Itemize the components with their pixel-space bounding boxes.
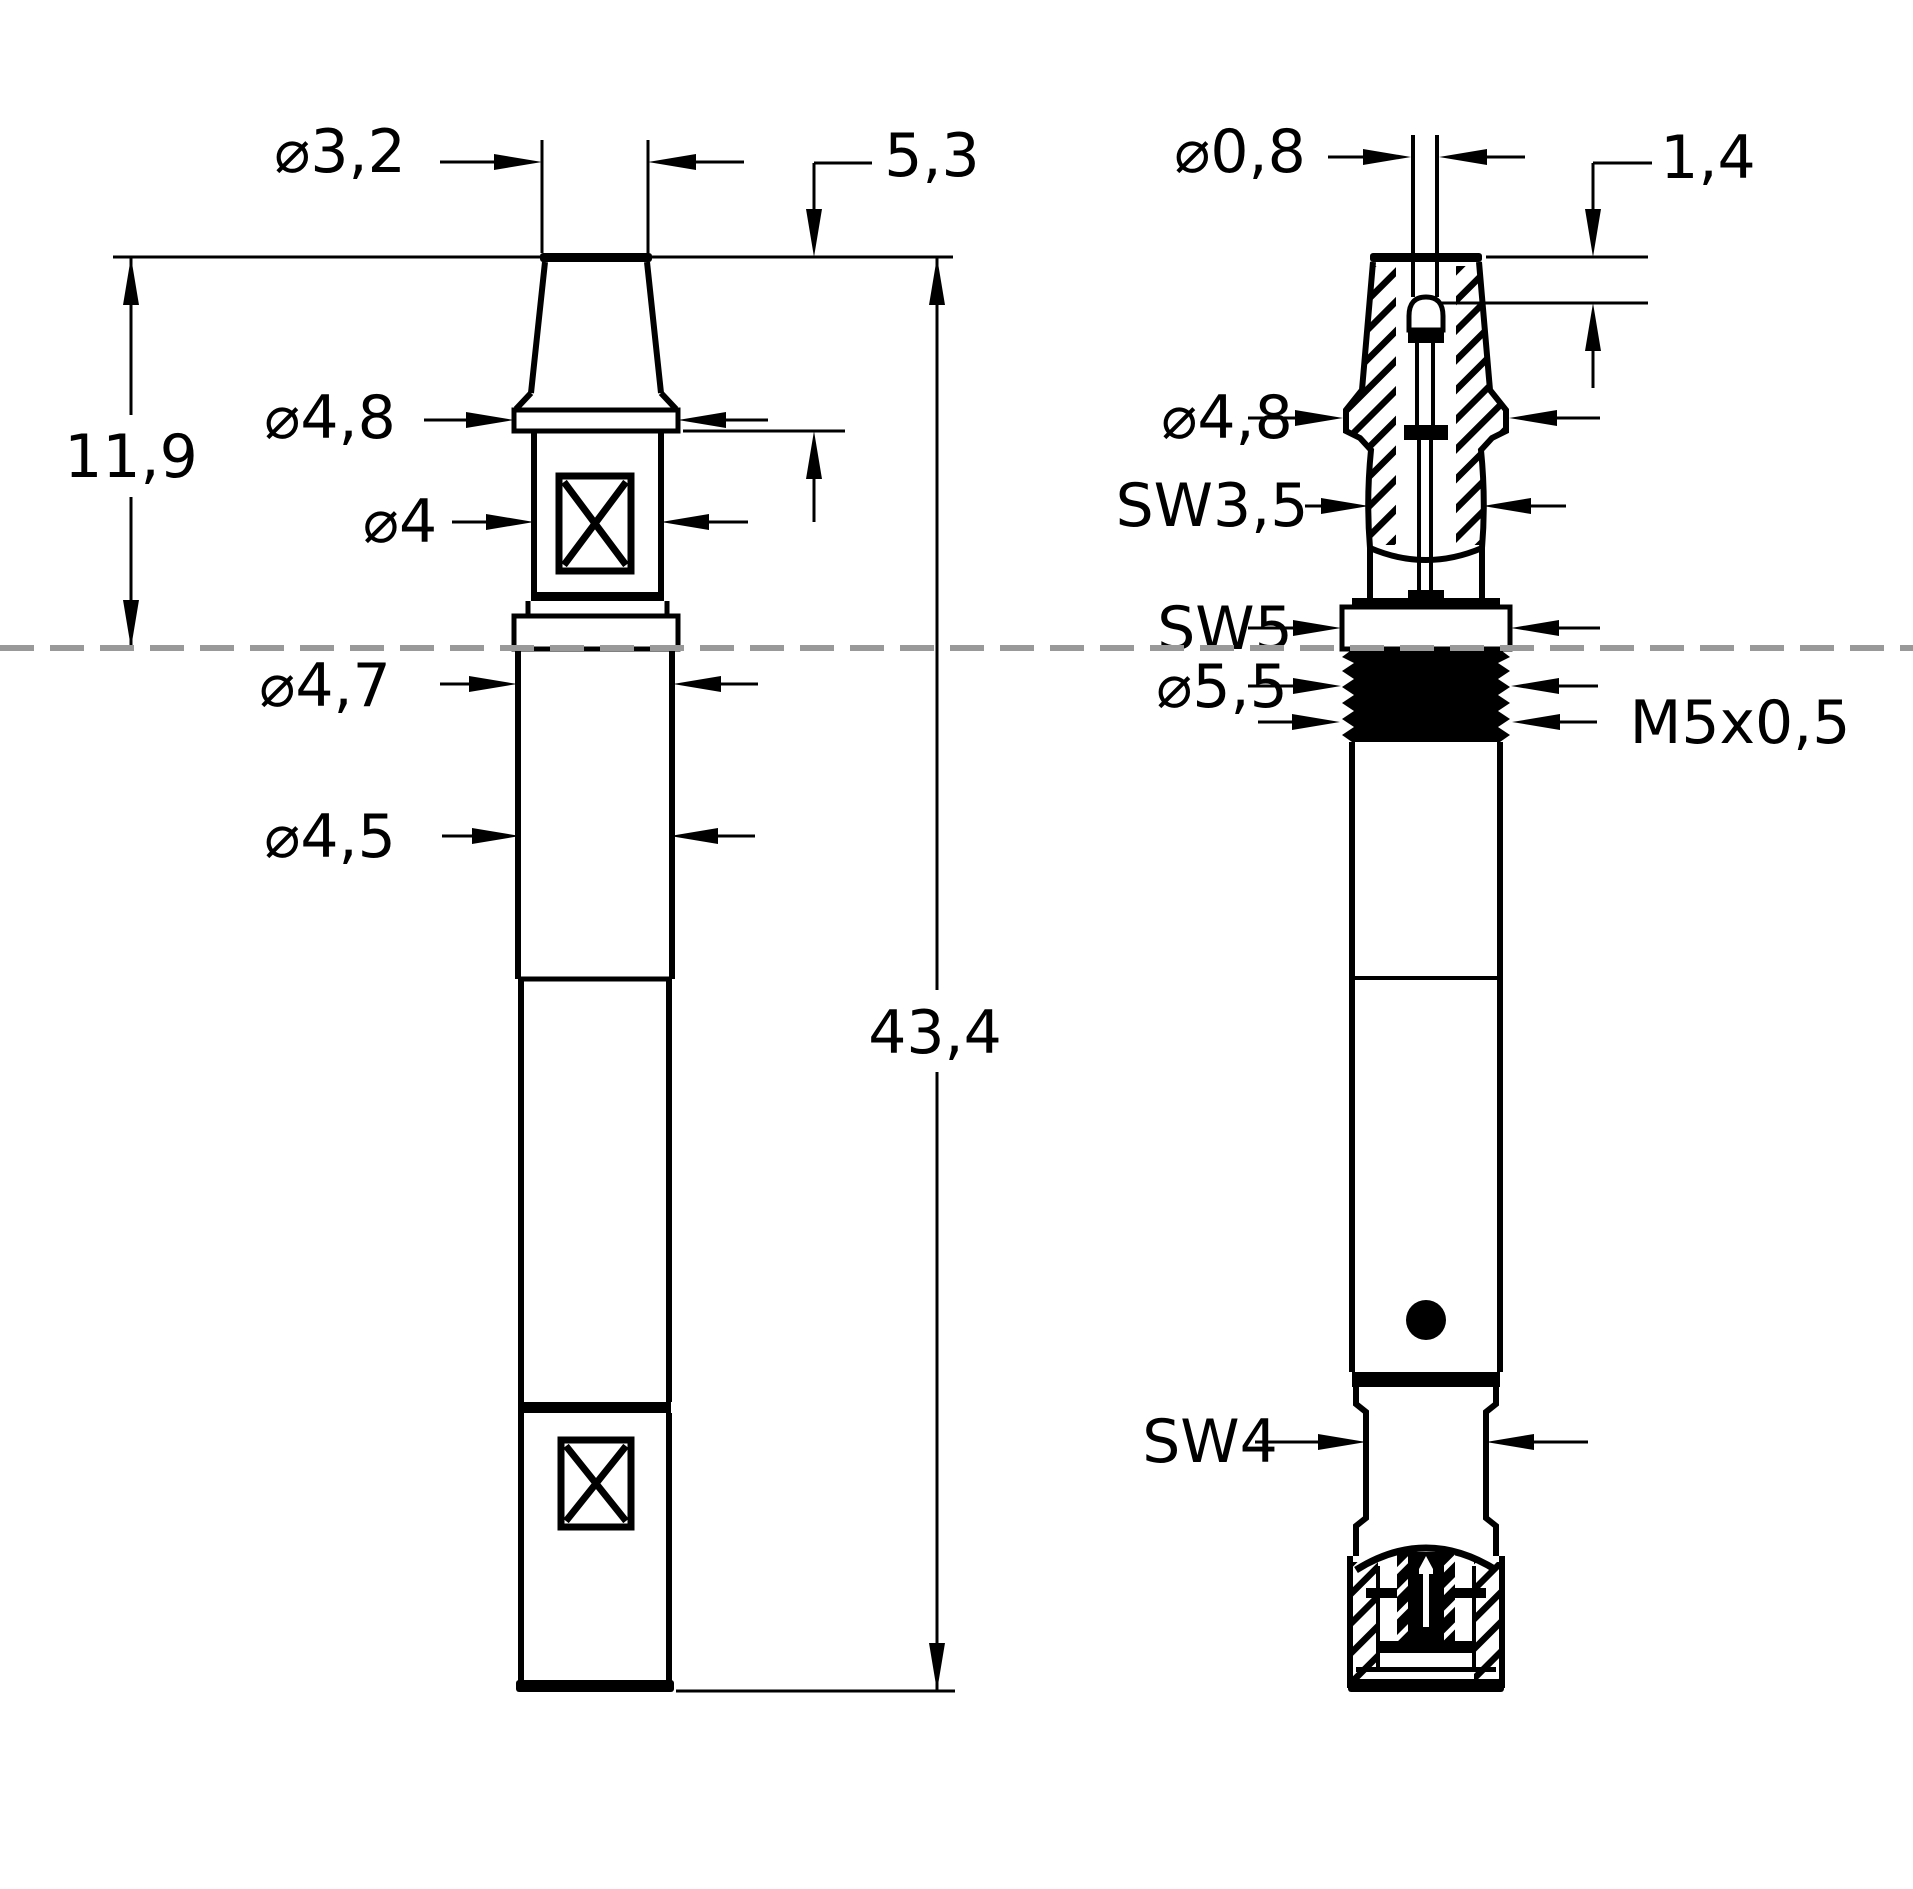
right-cap-bottom-arc <box>1368 545 1484 563</box>
dim-label-dia-0-8: ⌀0,8 <box>1174 117 1306 187</box>
right-cup-inner-walls <box>1376 1566 1476 1668</box>
dim-dia-0-8: ⌀0,8 <box>1174 117 1525 187</box>
right-cup-bottom-band <box>1380 1641 1472 1653</box>
left-joint-band <box>518 1402 671 1413</box>
right-collar-top-band <box>1352 598 1500 607</box>
right-cup-wall-right-hatch <box>1474 1562 1500 1680</box>
right-collar-sw5 <box>1339 604 1513 652</box>
right-pin-stem-1 <box>1415 343 1435 425</box>
right-pin-stem-2 <box>1417 440 1433 590</box>
right-cap-wall-right-hatch <box>1456 266 1506 545</box>
dim-label-m5: M5x0,5 <box>1630 688 1851 758</box>
right-cup-bottom-line <box>1356 1667 1496 1672</box>
dim-1-4: 1,4 <box>1440 123 1756 388</box>
dim-label-dia-4-8-left: ⌀4,8 <box>264 383 396 453</box>
dim-label-1-4: 1,4 <box>1660 123 1755 193</box>
dim-label-5-3: 5,3 <box>884 121 979 191</box>
dim-dia-4-5: ⌀4,5 <box>264 802 755 872</box>
right-joint-band <box>1352 1372 1500 1387</box>
right-cup-pin-tip <box>1419 1556 1433 1574</box>
left-tube-4-7 <box>515 649 675 979</box>
dim-dia-4-7: ⌀4,7 <box>259 651 758 721</box>
right-pin-band-2 <box>1404 425 1448 440</box>
right-sw4-right <box>1483 1387 1499 1556</box>
right-vent-hole-dot <box>1406 1300 1446 1340</box>
left-window-1-cross <box>561 479 629 568</box>
dim-label-43-4: 43,4 <box>868 998 1002 1068</box>
dim-sw3-5: SW3,5 <box>1116 471 1566 541</box>
right-pin-band-1 <box>1408 330 1444 343</box>
right-dimensions: ⌀0,8 1,4 ⌀4,8 <box>1116 117 1851 1477</box>
right-body <box>1349 742 1503 1372</box>
left-tube-4-5 <box>518 979 672 1402</box>
left-cap-taper <box>528 261 664 394</box>
right-pin-upper <box>1411 262 1439 297</box>
dim-dia-4-8-right: ⌀4,8 <box>1161 383 1600 453</box>
left-bottom-face <box>516 1680 674 1692</box>
dim-label-sw5: SW5 <box>1157 594 1293 664</box>
dim-label-dia-4-7: ⌀4,7 <box>259 651 391 721</box>
right-cup-outer <box>1347 1556 1505 1688</box>
dim-43-4: 43,4 <box>676 257 1002 1693</box>
right-cap-outline-left <box>1343 261 1376 607</box>
dim-label-dia-4-5: ⌀4,5 <box>264 802 396 872</box>
dim-label-dia-4-8-right: ⌀4,8 <box>1161 383 1293 453</box>
dim-sw5: SW5 <box>1157 594 1600 664</box>
dim-dia-4: ⌀4 <box>363 487 748 557</box>
right-cap-wall-left-hatch <box>1346 266 1396 545</box>
dim-dia-3-2: ⌀3,2 <box>274 117 744 253</box>
dim-label-dia-3-2: ⌀3,2 <box>274 117 406 187</box>
dim-sw4: SW4 <box>1142 1407 1588 1477</box>
dim-5-3: 5,3 <box>683 121 980 522</box>
left-part-outline <box>511 253 681 1692</box>
right-bottom-face <box>1348 1679 1504 1692</box>
left-barrel-4 <box>531 431 664 594</box>
left-view: ⌀3,2 5,3 11,9 ⌀4,8 <box>64 117 1002 1693</box>
right-cup-wall-left-hatch <box>1352 1562 1378 1680</box>
dim-label-11-9: 11,9 <box>64 422 198 492</box>
dim-label-sw4: SW4 <box>1142 1407 1278 1477</box>
dim-m5: M5x0,5 <box>1258 688 1850 758</box>
right-cup-dome-arc <box>1354 1544 1498 1573</box>
left-tube-lower <box>518 1413 672 1684</box>
right-part-section <box>1339 135 1513 1692</box>
dim-dia-4-8-left: ⌀4,8 <box>264 383 768 453</box>
right-sw4-left <box>1353 1387 1369 1556</box>
dim-label-sw3-5: SW3,5 <box>1116 471 1309 541</box>
dim-label-dia-4: ⌀4 <box>363 487 437 557</box>
dim-11-9: 11,9 <box>64 257 198 648</box>
right-thread-m5 <box>1342 651 1510 742</box>
left-collar-lower <box>511 613 681 652</box>
left-dimensions: ⌀3,2 5,3 11,9 ⌀4,8 <box>64 117 1002 1693</box>
right-pin-ball <box>1406 294 1446 333</box>
left-cap-flare <box>513 390 679 412</box>
dim-dia-5-5: ⌀5,5 <box>1156 652 1598 722</box>
right-cup-ledge-left <box>1366 1588 1397 1598</box>
right-cap-outline-right <box>1476 261 1509 607</box>
right-cap-top-face <box>1370 253 1482 262</box>
right-cup-pin-stem <box>1423 1574 1429 1627</box>
right-view: ⌀0,8 1,4 ⌀4,8 <box>1116 117 1851 1692</box>
dim-label-dia-5-5: ⌀5,5 <box>1156 652 1288 722</box>
left-window-2-cross <box>563 1443 629 1524</box>
left-collar-4-8 <box>511 407 681 434</box>
left-band <box>531 592 664 601</box>
right-pin-0-8 <box>1411 135 1439 262</box>
right-cup-ledge-right <box>1455 1588 1486 1598</box>
